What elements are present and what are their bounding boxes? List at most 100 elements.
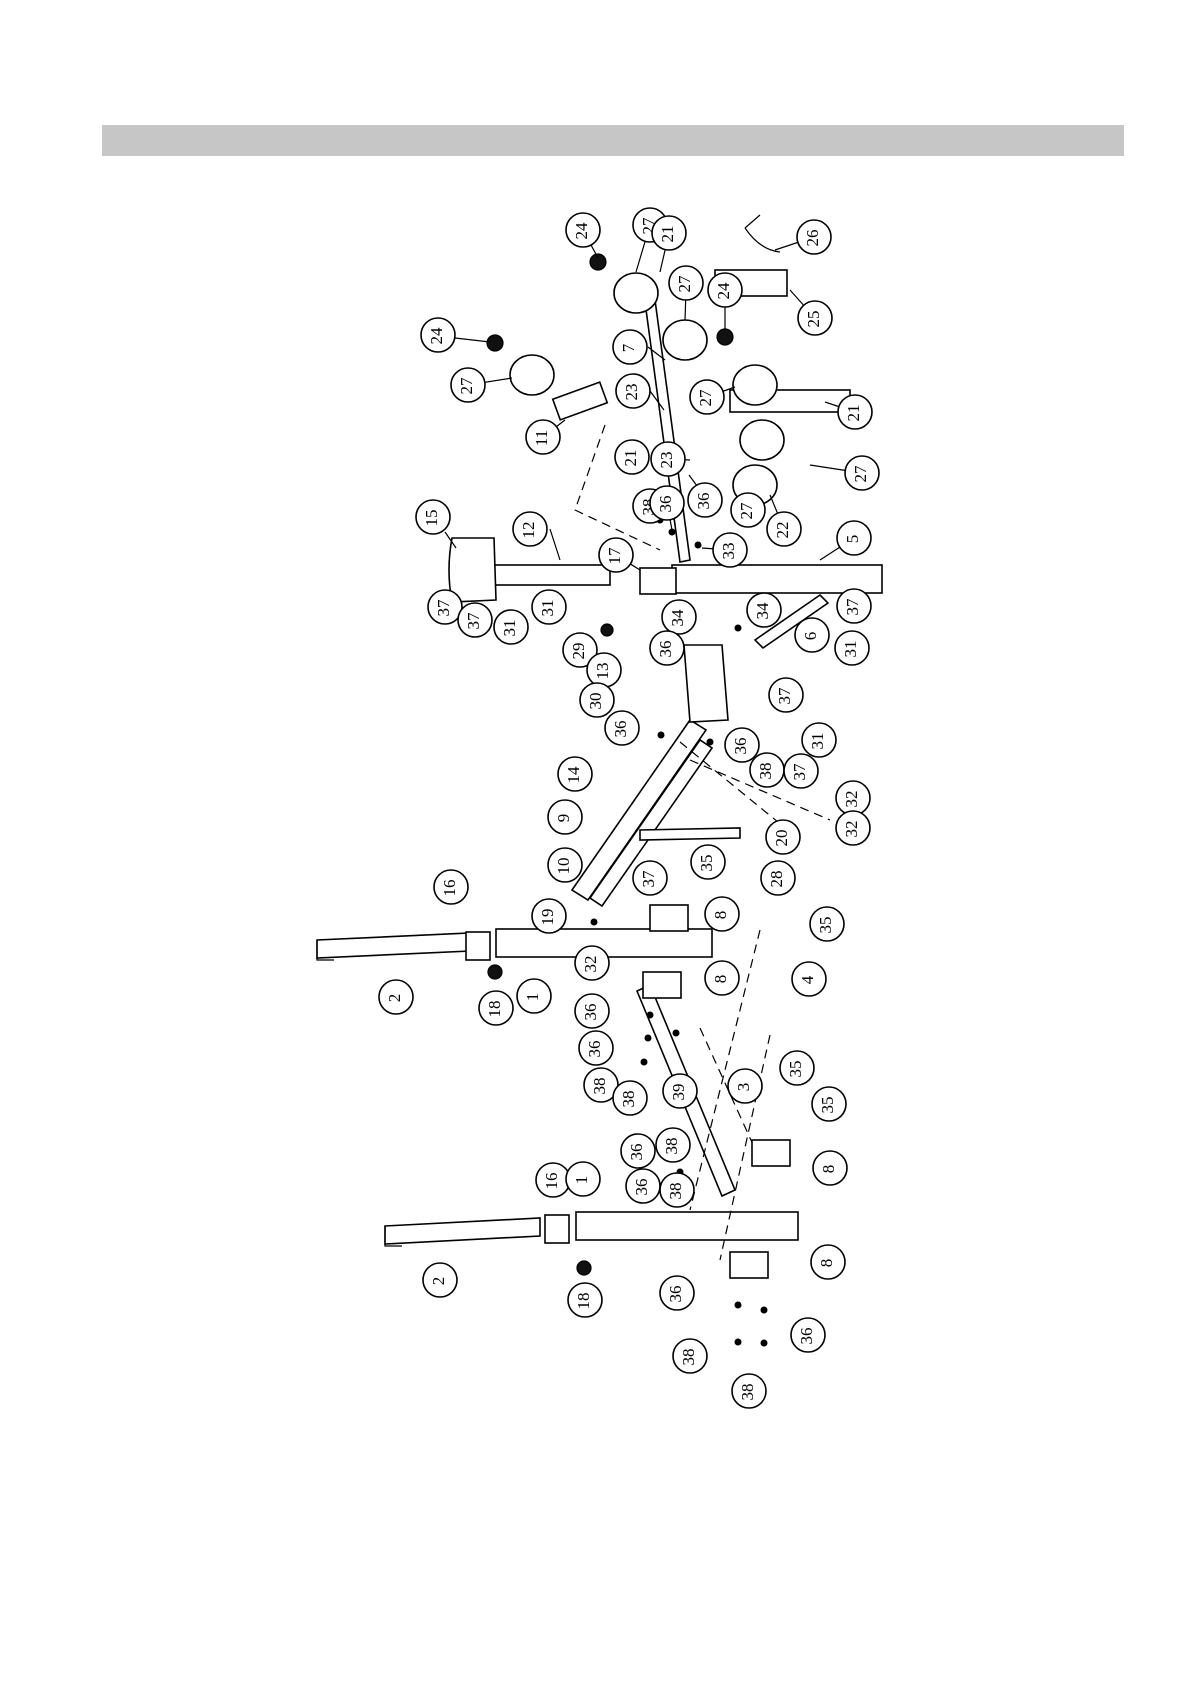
part-callout: 37 [769, 678, 803, 712]
svg-text:13: 13 [593, 663, 612, 680]
part-callout: 30 [580, 683, 614, 717]
rod-11 [553, 382, 608, 420]
svg-text:35: 35 [786, 1061, 805, 1078]
part-callout: 32 [575, 946, 609, 980]
svg-text:30: 30 [586, 693, 605, 710]
svg-text:26: 26 [803, 230, 822, 247]
part-callout: 22 [767, 512, 801, 546]
svg-text:19: 19 [538, 909, 557, 926]
svg-text:36: 36 [656, 641, 675, 658]
svg-text:39: 39 [669, 1084, 688, 1101]
roller-27-a [614, 273, 658, 313]
part-callout: 34 [747, 593, 781, 627]
svg-text:36: 36 [656, 496, 675, 513]
svg-text:31: 31 [500, 620, 519, 637]
part-callout: 38 [750, 753, 784, 787]
svg-text:27: 27 [737, 502, 756, 520]
part-callout: 4 [792, 962, 826, 996]
part-callout: 6 [795, 618, 829, 652]
part-callout: 36 [725, 728, 759, 762]
support-20 [640, 828, 740, 840]
svg-text:35: 35 [818, 1097, 837, 1114]
svg-text:16: 16 [440, 880, 459, 897]
part-callout: 36 [621, 1134, 655, 1168]
part-callout: 38 [613, 1081, 647, 1115]
svg-text:23: 23 [657, 452, 676, 469]
part-callout: 2 [379, 980, 413, 1014]
part-callout: 8 [813, 1151, 847, 1185]
part-callout: 36 [575, 994, 609, 1028]
part-callout: 27 [690, 380, 724, 414]
part-callout: 37 [837, 589, 871, 623]
svg-text:36: 36 [581, 1004, 600, 1021]
part-callout: 34 [662, 600, 696, 634]
part-callout: 32 [836, 811, 870, 845]
part-callout: 37 [633, 861, 667, 895]
svg-text:1: 1 [572, 1176, 591, 1185]
svg-text:27: 27 [675, 275, 694, 293]
svg-text:29: 29 [569, 643, 588, 660]
svg-text:1: 1 [523, 993, 542, 1002]
svg-text:14: 14 [564, 766, 583, 784]
svg-text:32: 32 [842, 821, 861, 838]
part-callout: 39 [663, 1074, 697, 1108]
part-callout: 36 [579, 1031, 613, 1065]
svg-text:21: 21 [844, 405, 863, 422]
part-callout: 5 [837, 521, 871, 555]
sleeve-16-upper [466, 932, 490, 960]
svg-text:8: 8 [817, 1259, 836, 1268]
svg-text:24: 24 [714, 282, 733, 300]
part-callout: 18 [479, 991, 513, 1025]
part-callout: 24 [566, 213, 600, 247]
svg-text:31: 31 [538, 600, 557, 617]
svg-text:27: 27 [457, 377, 476, 395]
handle-2-left [385, 1218, 540, 1244]
svg-text:22: 22 [773, 522, 792, 539]
svg-text:35: 35 [697, 855, 716, 872]
roller-27-d [733, 365, 777, 405]
svg-text:8: 8 [711, 975, 730, 984]
svg-text:36: 36 [797, 1328, 816, 1345]
svg-text:38: 38 [679, 1349, 698, 1366]
sleeve-16-left [545, 1215, 569, 1243]
svg-text:32: 32 [842, 791, 861, 808]
part-callout: 36 [650, 486, 684, 520]
part-callout: 20 [766, 820, 800, 854]
roller-27-b [663, 320, 707, 360]
bracket-8-c [752, 1140, 790, 1166]
part-callout: 8 [705, 961, 739, 995]
part-callout: 1 [517, 979, 551, 1013]
part-callout: 37 [784, 754, 818, 788]
part-callout: 36 [605, 711, 639, 745]
svg-text:38: 38 [738, 1384, 757, 1401]
svg-text:37: 37 [790, 763, 809, 781]
part-callout: 13 [587, 653, 621, 687]
svg-text:37: 37 [775, 687, 794, 705]
svg-text:34: 34 [668, 609, 687, 627]
svg-text:36: 36 [694, 493, 713, 510]
part-callout: 27 [731, 493, 765, 527]
part-callout: 1 [566, 1162, 600, 1196]
part-callout: 38 [656, 1128, 690, 1162]
svg-text:38: 38 [619, 1091, 638, 1108]
svg-text:36: 36 [731, 738, 750, 755]
part-callout: 31 [802, 723, 836, 757]
svg-text:8: 8 [819, 1165, 838, 1174]
part-callout: 31 [835, 631, 869, 665]
spring-clip-26 [745, 215, 780, 252]
svg-text:20: 20 [772, 830, 791, 847]
svg-text:9: 9 [554, 814, 573, 823]
part-callout: 3 [728, 1069, 762, 1103]
part-callout: 21 [652, 216, 686, 250]
part-callout: 26 [797, 220, 831, 254]
part-callout: 32 [836, 781, 870, 815]
upright-tube-1-left [576, 1212, 798, 1240]
part-callout: 35 [691, 845, 725, 879]
svg-text:37: 37 [639, 870, 658, 888]
svg-text:36: 36 [585, 1041, 604, 1058]
part-callout: 38 [732, 1374, 766, 1408]
seat-pad-13 [684, 645, 728, 722]
part-callout: 21 [838, 395, 872, 429]
part-callout: 36 [791, 1318, 825, 1352]
part-callout: 37 [458, 603, 492, 637]
